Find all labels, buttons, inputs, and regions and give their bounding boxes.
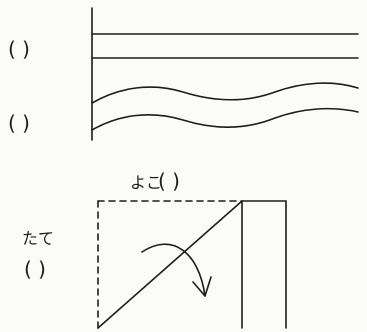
yoko-label: よこ [130, 173, 162, 192]
diagonal-line [97, 200, 243, 329]
tate-blank-parentheses: ( ) [24, 257, 46, 281]
wavy-line-top [91, 82, 359, 104]
blank-parentheses-top: ( ) [8, 37, 30, 61]
curved-arrow-icon [141, 243, 212, 297]
wavy-line-bottom [91, 107, 359, 131]
blank-parentheses-middle: ( ) [8, 111, 30, 135]
tate-label: たて [22, 229, 54, 248]
yoko-blank-parentheses: ( ) [158, 169, 180, 193]
